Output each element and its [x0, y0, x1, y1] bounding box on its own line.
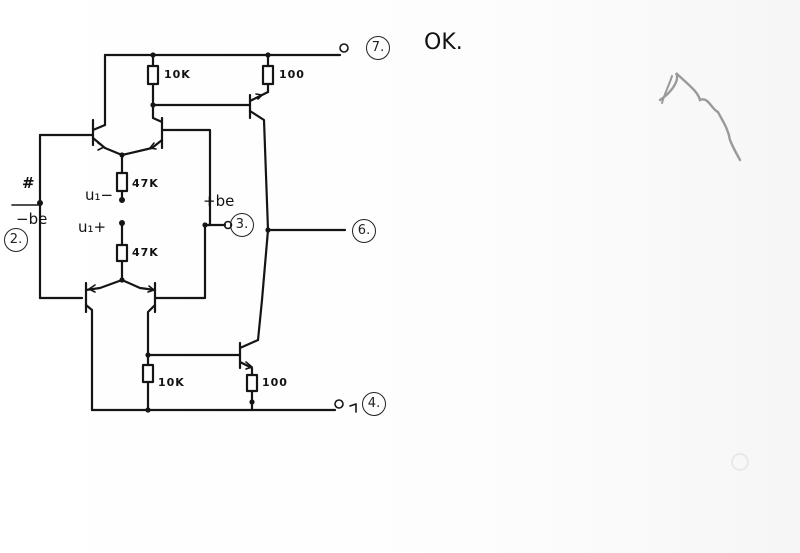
resistor-middle-lower-47k [115, 221, 129, 283]
transistor-top-output [151, 90, 270, 232]
top-supply-rail [103, 43, 349, 127]
label-r-mid-lower: 47K [132, 246, 159, 259]
right-be-node [202, 220, 233, 230]
label-r-bottom-collector: 10K [158, 376, 185, 389]
transistor-pair-bottom [84, 223, 207, 412]
left-input-rail [11, 133, 84, 300]
terminal-4: 4. [362, 392, 386, 416]
resistor-top-collector-10k [146, 53, 160, 108]
bottom-supply-rail [90, 399, 357, 413]
resistor-bottom-emitter-100 [245, 372, 259, 412]
transistor-pair-top [38, 103, 212, 227]
label-r-bottom-emitter: 100 [262, 376, 288, 389]
punch-hole-mark [731, 453, 749, 471]
label-r-top-emitter: 100 [279, 68, 305, 81]
terminal-6: 6. [352, 219, 376, 243]
label-u-plus: u₁+ [78, 218, 107, 236]
terminal-3: 3. [230, 213, 254, 237]
ok-annotation: OK. [424, 30, 463, 55]
resistor-top-emitter-100 [261, 53, 275, 94]
label-be-minus: −be [16, 210, 48, 228]
label-be-plus: +be [203, 192, 235, 210]
output-node [256, 227, 347, 342]
label-r-top-collector: 10K [164, 68, 191, 81]
label-hash-mark: # [22, 174, 35, 192]
pencil-signature [658, 72, 742, 162]
terminal-2: 2. [4, 228, 28, 252]
resistor-bottom-collector-10k [141, 353, 155, 412]
resistor-middle-upper-47k [115, 153, 129, 203]
terminal-7: 7. [366, 36, 390, 60]
label-u-minus: u₁− [85, 186, 114, 204]
transistor-bottom-output [145, 338, 260, 376]
label-r-mid-upper: 47K [132, 177, 159, 190]
